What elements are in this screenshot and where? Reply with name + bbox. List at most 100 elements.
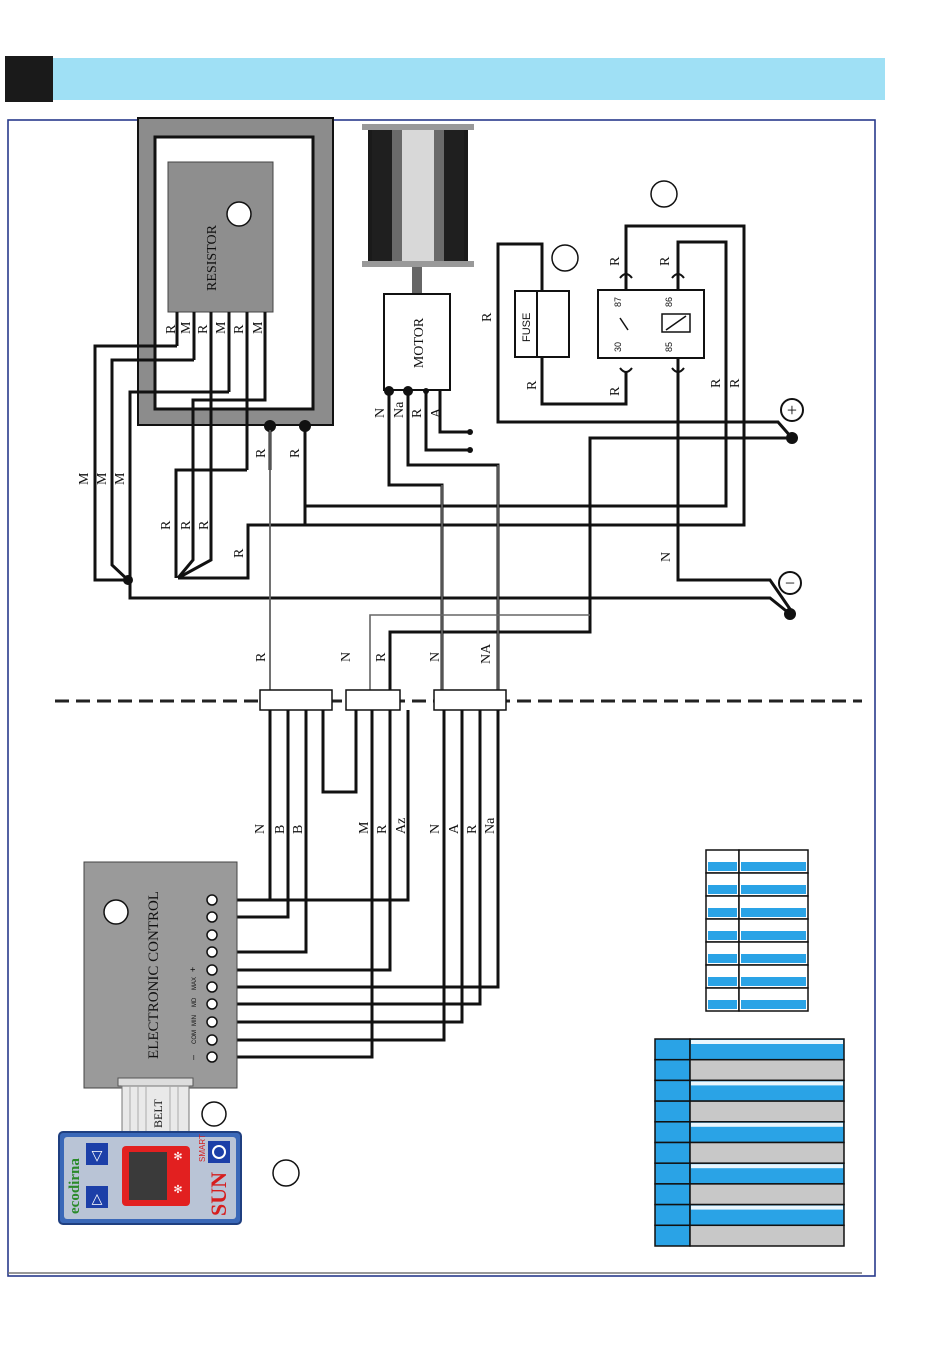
junction-dot <box>467 447 473 453</box>
svg-text:R: R <box>375 824 390 834</box>
svg-text:R: R <box>709 378 724 388</box>
relay-pin-85: 85 <box>664 342 674 352</box>
svg-text:▽: ▽ <box>92 1149 103 1164</box>
resistor-label: RESISTOR <box>205 224 220 291</box>
keypad-brand-right: SUN <box>206 1172 231 1216</box>
resistor-pin-label: M <box>251 321 266 334</box>
control-pin-minus: – <box>188 1055 198 1060</box>
motor-label: MOTOR <box>412 317 427 368</box>
table-cell-shade <box>741 908 806 917</box>
table-cell-shade <box>708 931 737 940</box>
control-pin-min: MIN <box>192 1015 198 1026</box>
svg-text:NA: NA <box>479 643 494 664</box>
table-cell <box>655 1184 690 1205</box>
svg-text:R: R <box>197 520 212 530</box>
svg-text:R: R <box>608 386 623 396</box>
relay-wires <box>305 226 792 612</box>
junction-dot <box>384 386 394 396</box>
keypad: ▽ △ ecodirna SUN SMART ✻ ✻ <box>59 1132 241 1224</box>
svg-text:M: M <box>357 821 372 834</box>
svg-text:A: A <box>447 823 462 834</box>
positive-symbol: + <box>787 400 797 420</box>
table-cell-shade <box>708 954 737 963</box>
table-cell-shade <box>741 862 806 871</box>
connector-blocks <box>260 690 506 710</box>
junction-dot <box>467 429 473 435</box>
svg-text:R: R <box>288 448 303 458</box>
svg-text:M: M <box>77 472 92 485</box>
table-cell-shade <box>741 954 806 963</box>
table-cell-shade <box>741 977 806 986</box>
fuse: FUSE <box>515 291 569 357</box>
table-cell <box>655 1205 690 1226</box>
table-cell-highlight <box>691 1081 843 1085</box>
svg-text:Az: Az <box>394 818 409 834</box>
keypad-display <box>129 1152 167 1200</box>
motor-pin-label: N <box>373 408 388 418</box>
relay-pin-86: 86 <box>664 297 674 307</box>
svg-text:R: R <box>374 652 389 662</box>
relay-pin-30: 30 <box>613 342 623 352</box>
junction-dot <box>403 386 413 396</box>
negative-symbol: − <box>785 573 795 593</box>
callout-circle-6 <box>273 1160 299 1186</box>
table-cell-highlight <box>691 1164 843 1168</box>
table-cell-shade <box>741 1000 806 1009</box>
table-cell <box>655 1225 690 1246</box>
svg-text:N: N <box>428 824 443 834</box>
table-cell-shade <box>708 885 737 894</box>
table-cell-shade <box>708 977 737 986</box>
table-cell-shade <box>708 1000 737 1009</box>
motor-pin-label: R <box>410 408 425 418</box>
header-square <box>5 56 53 102</box>
svg-text:M: M <box>113 472 128 485</box>
svg-text:N: N <box>253 824 268 834</box>
svg-text:R: R <box>465 824 480 834</box>
svg-text:M: M <box>95 472 110 485</box>
svg-text:R: R <box>525 380 540 390</box>
svg-text:R: R <box>254 448 269 458</box>
fan-icon: ✻ <box>173 1184 182 1196</box>
table-cell-highlight <box>691 1206 843 1210</box>
table-cell <box>655 1039 690 1060</box>
svg-text:R: R <box>159 520 174 530</box>
keypad-button-power <box>208 1141 230 1163</box>
ground-wires <box>130 438 792 700</box>
electronic-control-label: ELECTRONIC CONTROL <box>146 891 162 1059</box>
svg-text:B: B <box>273 825 288 834</box>
callout-circle-1 <box>227 202 251 226</box>
svg-text:R: R <box>232 548 247 558</box>
resistor-housing: RESISTOR <box>138 118 333 425</box>
motor: MOTOR <box>384 294 450 390</box>
svg-text:N: N <box>428 652 443 662</box>
resistor-pin-labels: R M R M R M <box>164 321 266 334</box>
svg-text:R: R <box>728 378 743 388</box>
electronic-control: ELECTRONIC CONTROL – COM MIN MD MAX + <box>84 862 237 1088</box>
callout-circle-3 <box>651 181 677 207</box>
resistor-pin-label: M <box>179 321 194 334</box>
table-cell-shade <box>708 862 737 871</box>
svg-text:R: R <box>608 256 623 266</box>
svg-text:R: R <box>179 520 194 530</box>
table-cell <box>655 1143 690 1164</box>
legend-table-large <box>655 1039 844 1246</box>
fan-icon: ✻ <box>173 1151 182 1163</box>
table-cell <box>655 1060 690 1081</box>
relay: 87 86 30 85 <box>598 290 704 358</box>
legend-table-small <box>706 850 808 1011</box>
junction-dot <box>423 388 429 394</box>
svg-text:R: R <box>254 652 269 662</box>
upper-thin-wires <box>248 470 270 700</box>
table-cell <box>655 1163 690 1184</box>
resistor-pin-label: R <box>164 324 179 334</box>
fuse-label: FUSE <box>521 313 533 342</box>
callout-circle-2 <box>552 245 578 271</box>
junction-dot <box>299 420 311 432</box>
svg-text:N: N <box>659 552 674 562</box>
callout-circle-4 <box>104 900 128 924</box>
svg-text:△: △ <box>92 1192 103 1207</box>
control-pin-max: MAX <box>192 977 198 990</box>
svg-text:R: R <box>658 256 673 266</box>
control-pin-plus: + <box>188 967 198 972</box>
